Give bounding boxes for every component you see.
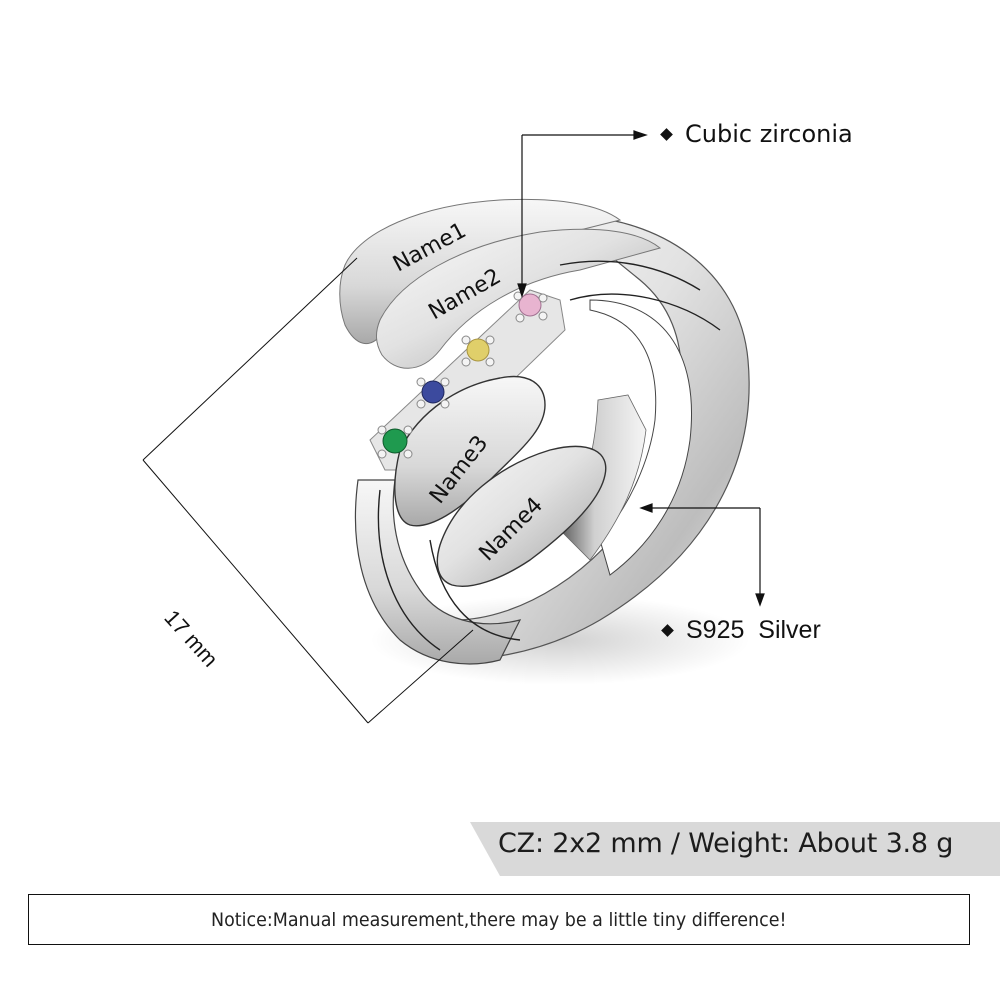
stone-green bbox=[377, 425, 413, 459]
stone-blue bbox=[416, 377, 450, 409]
specs-banner bbox=[470, 822, 1000, 876]
ring-inner-opening bbox=[589, 299, 692, 576]
silver-label: S925 Silver bbox=[661, 616, 821, 645]
silver-text: S925 Silver bbox=[686, 616, 821, 644]
engraving-pad-name4 bbox=[436, 445, 607, 587]
cubic-zirconia-text: Cubic zirconia bbox=[685, 120, 853, 148]
stone-pink bbox=[513, 291, 548, 323]
diamond-bullet-icon bbox=[660, 127, 673, 141]
diamond-bullet-icon bbox=[661, 624, 674, 637]
engraving-pad-name2 bbox=[376, 228, 662, 369]
cubic-zirconia-label: Cubic zirconia bbox=[660, 120, 853, 148]
dimension-bracket bbox=[142, 257, 474, 724]
silver-leader bbox=[639, 503, 765, 607]
band-groove-line bbox=[569, 293, 721, 331]
engraving-pad-name3 bbox=[394, 375, 546, 527]
stone-yellow bbox=[461, 335, 495, 367]
notice-box: Notice:Manual measurement,there may be a… bbox=[28, 894, 970, 945]
band-groove-line bbox=[429, 539, 521, 641]
band-groove-line bbox=[559, 260, 701, 291]
ring-band-front-lower bbox=[354, 479, 522, 665]
band-groove-line bbox=[377, 489, 441, 651]
cubic-zirconia-leader bbox=[517, 130, 648, 298]
notice-text: Notice:Manual measurement,there may be a… bbox=[211, 908, 787, 931]
specs-text: CZ: 2x2 mm / Weight: About 3.8 g bbox=[498, 828, 954, 859]
